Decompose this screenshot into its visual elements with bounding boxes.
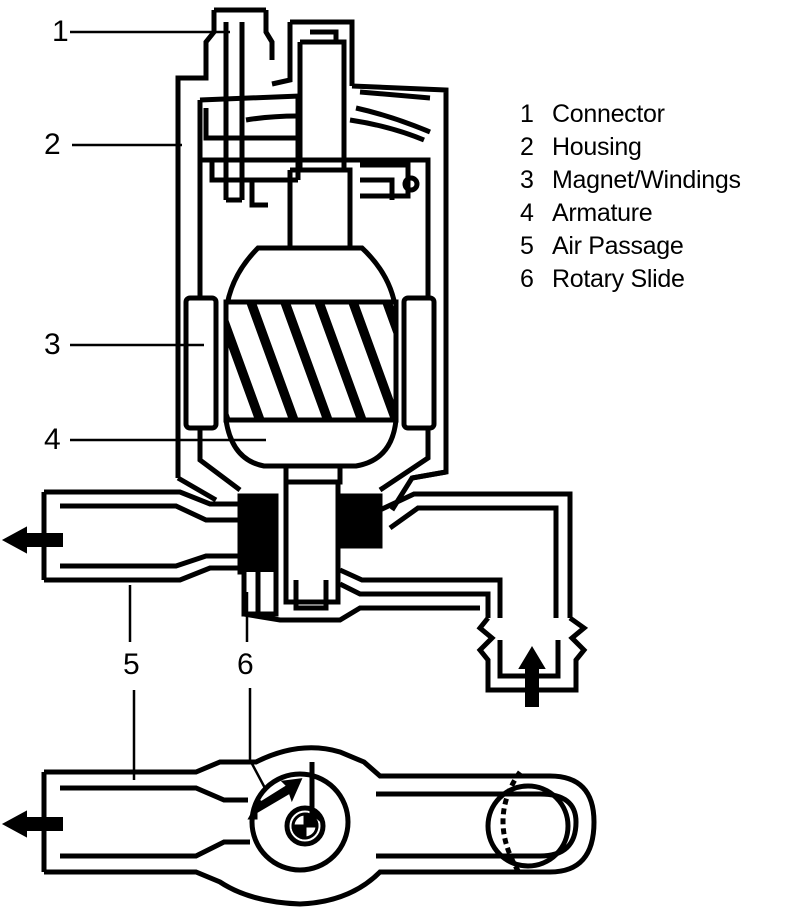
- rotary-slide: [237, 479, 383, 617]
- legend-item: 3 Magnet/Windings: [520, 164, 741, 197]
- callout-air-passage: 5: [123, 648, 140, 681]
- legend-number: 4: [520, 199, 534, 227]
- air-passage-upper: [41, 489, 589, 693]
- parts-legend: 1 Connector 2 Housing 3 Magnet/Windings 4 Ar…: [520, 98, 741, 296]
- legend-number: 6: [520, 265, 534, 293]
- legend-item: 2 Housing: [520, 131, 741, 164]
- armature-part: [223, 245, 399, 485]
- legend-number: 5: [520, 232, 534, 260]
- leader-lines: [70, 30, 268, 791]
- legend-number: 1: [520, 100, 534, 128]
- housing-part: [175, 83, 449, 512]
- air-passage-lower: [41, 745, 597, 907]
- callout-rotary-slide: 6: [237, 648, 254, 681]
- legend-label: Rotary Slide: [552, 265, 685, 293]
- callout-connector: 1: [52, 15, 69, 48]
- legend-label: Connector: [552, 100, 665, 128]
- shaft: [287, 29, 353, 250]
- legend-label: Armature: [552, 199, 653, 227]
- connector-part: [175, 7, 355, 203]
- legend-label: Magnet/Windings: [552, 166, 741, 194]
- callout-armature: 4: [44, 423, 61, 456]
- legend-item: 4 Armature: [520, 197, 741, 230]
- legend-number: 2: [520, 133, 534, 161]
- legend-number: 3: [520, 166, 534, 194]
- rotary-slide-symbol: [291, 812, 319, 840]
- legend-label: Housing: [552, 133, 642, 161]
- legend-item: 6 Rotary Slide: [520, 263, 741, 296]
- rotation-arrow: [247, 778, 303, 820]
- legend-item: 5 Air Passage: [520, 230, 741, 263]
- airflow-arrow-lower: [1, 810, 63, 838]
- callout-housing: 2: [44, 128, 61, 161]
- legend-label: Air Passage: [552, 232, 684, 260]
- callout-magnet-windings: 3: [44, 328, 61, 361]
- magnet-windings: [183, 295, 437, 431]
- legend-item: 1 Connector: [520, 98, 741, 131]
- airflow-arrows-upper: [1, 526, 546, 707]
